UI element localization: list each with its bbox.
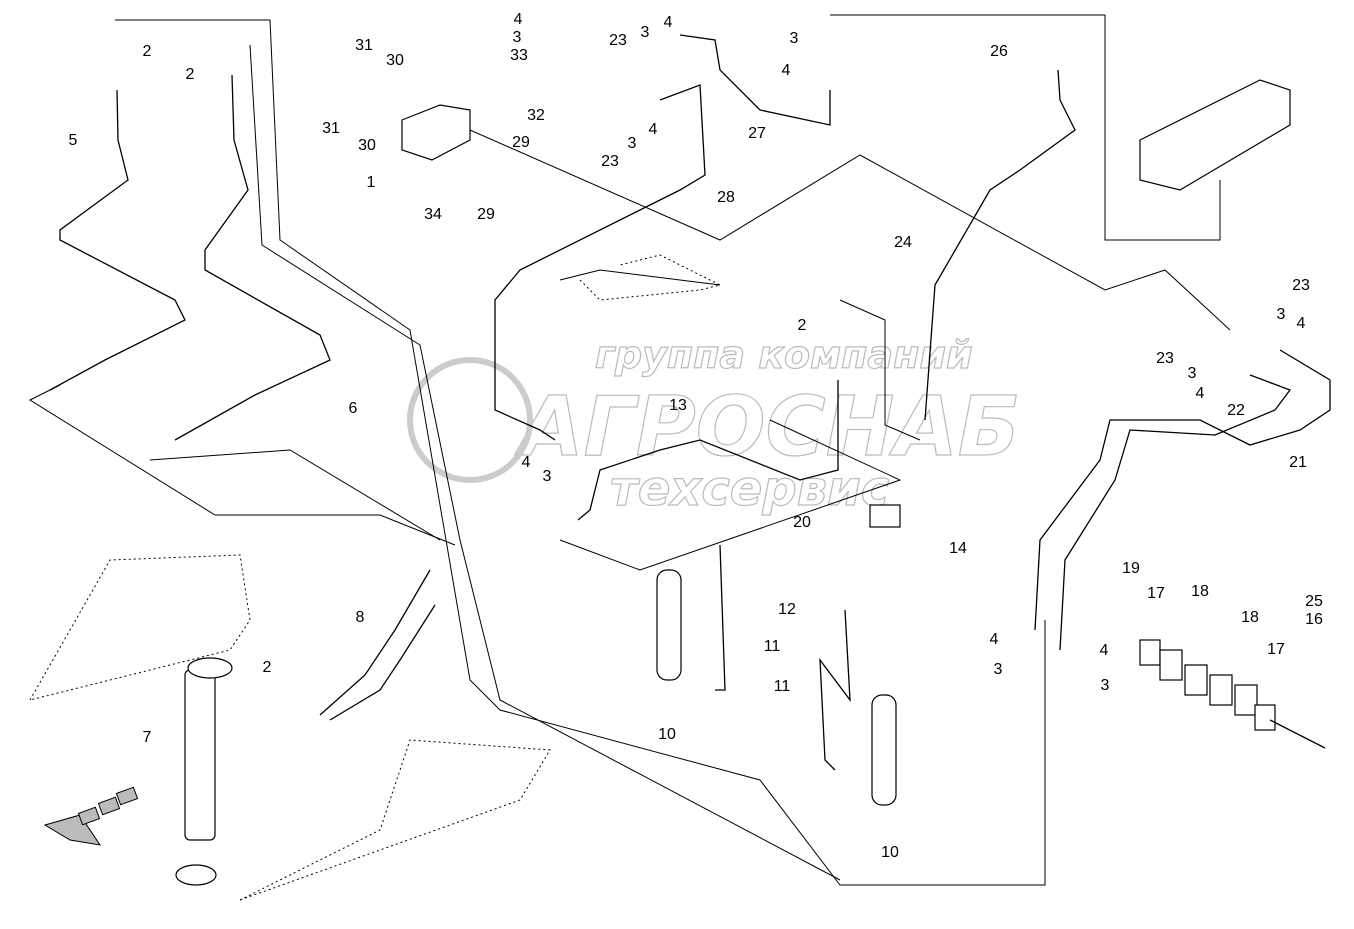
part-label-2: 2 [798,317,807,334]
clamp-18c [1209,674,1233,706]
part-label-2: 2 [143,43,152,60]
part-label-4: 4 [990,631,999,648]
part-label-32: 32 [527,107,545,124]
part-label-19: 19 [1122,560,1140,577]
part-label-31: 31 [355,37,373,54]
part-label-28: 28 [717,189,735,206]
cylinder-left [656,569,682,681]
part-label-24: 24 [894,234,912,251]
clamp-18d [1234,684,1258,716]
part-label-1: 1 [367,174,376,191]
part-label-16: 16 [1305,611,1323,628]
part-label-3: 3 [513,29,522,46]
frame-arm-upper [29,554,251,701]
part-label-4: 4 [522,454,531,471]
direction-arrow-icon [43,814,102,846]
part-label-25: 25 [1305,593,1323,610]
part-label-26: 26 [990,43,1008,60]
part-label-7: 7 [143,729,152,746]
part-label-6: 6 [349,400,358,417]
part-label-3: 3 [543,468,552,485]
part-label-10: 10 [658,726,676,743]
part-label-29: 29 [477,206,495,223]
part-label-2: 2 [263,659,272,676]
part-label-12: 12 [778,601,796,618]
part-label-23: 23 [1292,277,1310,294]
part-label-20: 20 [793,514,811,531]
part-label-14: 14 [949,540,967,557]
part-label-2: 2 [186,66,195,83]
part-label-23: 23 [609,32,627,49]
part-label-27: 27 [748,125,766,142]
part-label-30: 30 [386,52,404,69]
cylinder-eye-top [187,657,233,679]
watermark: группа компаний АГРОСНАБ техсервис [407,332,1021,518]
part-label-30: 30 [358,137,376,154]
part-label-17: 17 [1267,641,1285,658]
pipes [49,34,1331,771]
part-label-29: 29 [512,134,530,151]
part-label-4: 4 [664,14,673,31]
part-label-18: 18 [1241,609,1259,626]
part-label-3: 3 [1277,306,1286,323]
part-label-17: 17 [1147,585,1165,602]
part-label-3: 3 [790,30,799,47]
part-label-5: 5 [69,132,78,149]
watermark-line1: группа компаний [595,333,973,377]
valve-block [401,104,471,161]
part-label-4: 4 [1196,385,1205,402]
part-label-18: 18 [1191,583,1209,600]
part-label-4: 4 [1297,315,1306,332]
valve-14 [869,504,901,528]
clamp-17a [1139,639,1161,666]
control-valve [1139,79,1291,191]
part-label-3: 3 [628,135,637,152]
part-label-3: 3 [641,24,650,41]
part-label-4: 4 [514,11,523,28]
part-label-3: 3 [1188,365,1197,382]
part-label-23: 23 [601,153,619,170]
part-label-21: 21 [1289,454,1307,471]
part-label-11: 11 [774,678,791,695]
part-label-22: 22 [1227,402,1245,419]
part-label-13: 13 [669,397,687,414]
part-label-23: 23 [1156,350,1174,367]
frame-arm-lower [239,739,551,901]
part-label-4: 4 [1100,642,1109,659]
lift-cylinder [184,669,216,841]
watermark-line3: техсервис [610,461,889,517]
part-label-31: 31 [322,120,340,137]
part-label-3: 3 [1101,677,1110,694]
part-label-33: 33 [510,47,528,64]
clamp-17b [1254,704,1276,731]
watermark-line2: АГРОСНАБ [514,380,1020,475]
part-label-34: 34 [424,206,442,223]
part-label-8: 8 [356,609,365,626]
part-label-4: 4 [782,62,791,79]
clamp-18b [1184,664,1208,696]
cylinder-eye-bottom [175,864,217,886]
cylinder-right [871,694,897,806]
components [29,79,1326,901]
part-label-4: 4 [649,121,658,138]
part-label-10: 10 [881,844,899,861]
part-label-3: 3 [994,661,1003,678]
watermark-gear-icon [407,357,533,483]
part-label-11: 11 [764,638,781,655]
clamp-18a [1159,649,1183,681]
